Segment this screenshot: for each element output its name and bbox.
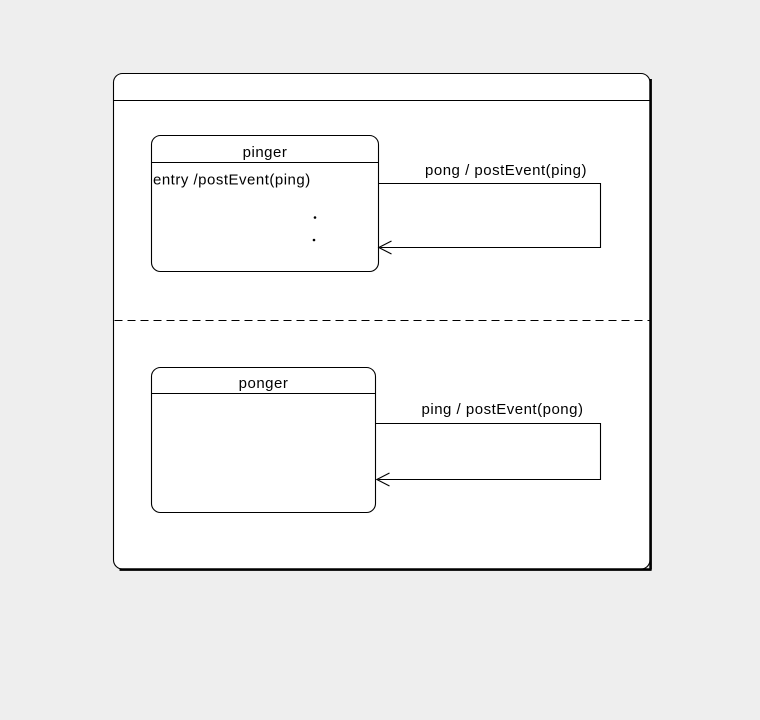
transition-ponger-self-path <box>375 422 602 481</box>
ellipsis-dot <box>312 238 316 242</box>
state-ponger: ponger <box>150 366 377 514</box>
transition-pinger-self-arrowhead-icon <box>377 240 392 255</box>
transition-pinger-self-path <box>378 182 602 249</box>
state-pinger-entry-action: entry /postEvent(ping) <box>153 172 311 189</box>
transition-ponger-self-arrowhead-icon <box>375 472 390 487</box>
transition-pinger-self-label: pong / postEvent(ping) <box>425 162 587 179</box>
state-pinger: pinger entry /postEvent(ping) <box>150 134 380 273</box>
state-ponger-title: ponger <box>239 375 289 392</box>
state-pinger-box <box>150 134 380 273</box>
state-ponger-box <box>150 366 377 514</box>
transition-ponger-self-label: ping / postEvent(pong) <box>422 401 584 418</box>
ellipsis-dot <box>313 216 317 219</box>
transition-ponger-self: ping / postEvent(pong) <box>375 401 602 487</box>
transition-pinger-self: pong / postEvent(ping) <box>377 162 602 255</box>
state-pinger-title: pinger <box>243 144 288 161</box>
